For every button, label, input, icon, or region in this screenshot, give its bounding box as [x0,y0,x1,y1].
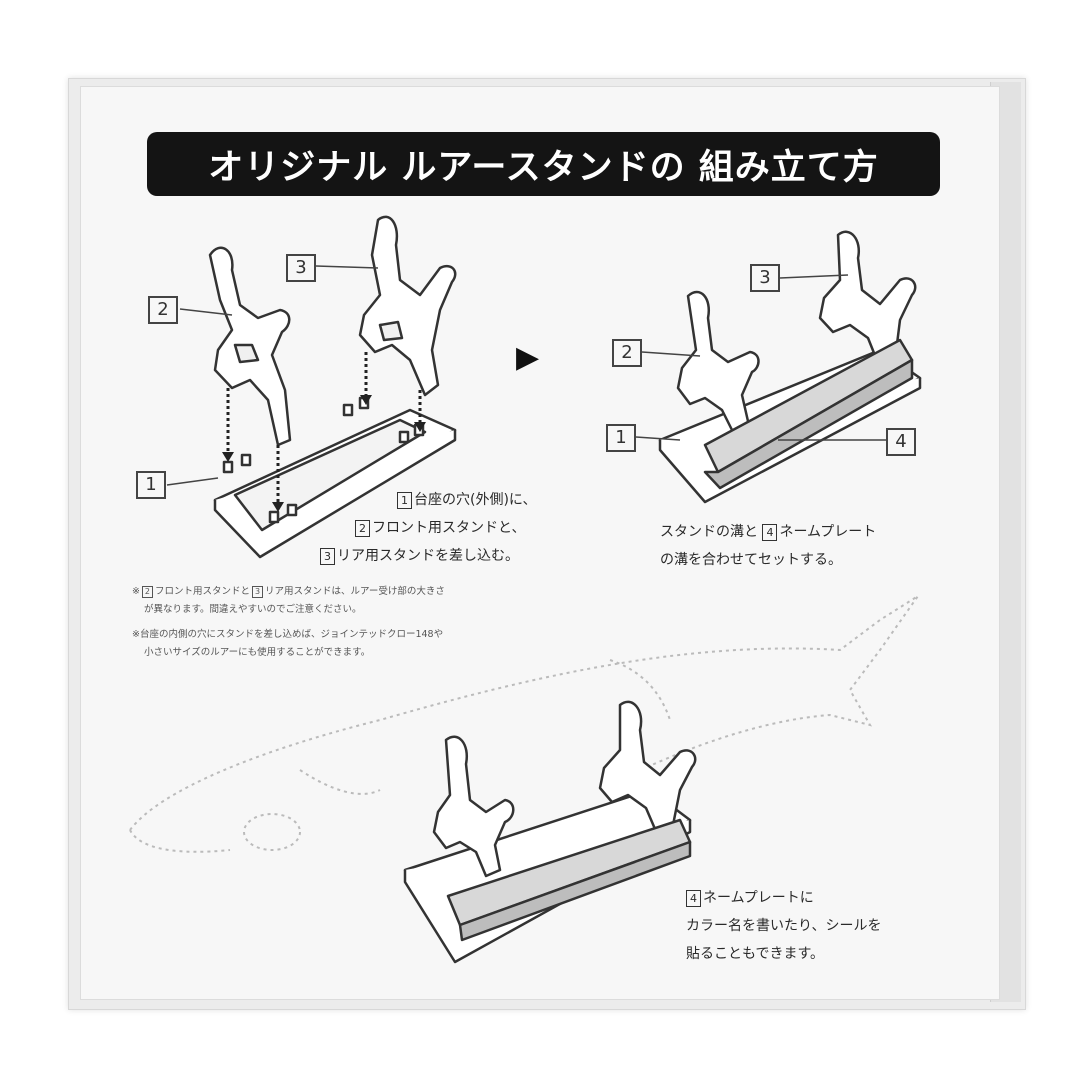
note2-line2: 小さいサイズのルアーにも使用することができます。 [144,647,371,658]
step3-line2: カラー名を書いたり、シールを [686,918,882,934]
ref-box-4: 4 [762,523,778,541]
ref-box-4b: 4 [686,889,701,907]
label-stand-2-exploded: 2 [148,296,178,324]
page-title: オリジナル ルアースタンドの 組み立て方 [147,132,940,196]
label-stand-2-assembled: 2 [612,339,642,367]
ref-box-1: 1 [397,491,412,509]
ref-box-3: 3 [320,547,335,565]
step2-line2: の溝を合わせてセットする。 [660,552,842,568]
step3-line3: 貼ることもできます。 [686,946,825,962]
next-step-arrow: ▶ [516,340,540,375]
label-leader-lines [166,265,379,486]
insertion-arrowheads [222,395,426,512]
label-base-1-exploded: 1 [136,471,166,499]
insertion-guides [226,352,422,505]
label-stand-3-exploded: 3 [286,254,316,282]
assembled-leaders [635,274,888,441]
label-plate-4-assembled: 4 [886,428,916,456]
label-base-1-assembled: 1 [606,424,636,452]
note2-line1: ※台座の内側の穴にスタンドを差し込めば、ジョインテッドクロー148や [132,629,444,640]
note1-line2: が異なります。間違えやすいのでご注意ください。 [144,604,362,615]
assembled-view-drawing [658,230,922,504]
bottom-assembled-drawing [403,700,697,964]
label-stand-3-assembled: 3 [750,264,780,292]
lure-outline-drawing [129,595,919,853]
ref-box-2: 2 [355,519,370,537]
